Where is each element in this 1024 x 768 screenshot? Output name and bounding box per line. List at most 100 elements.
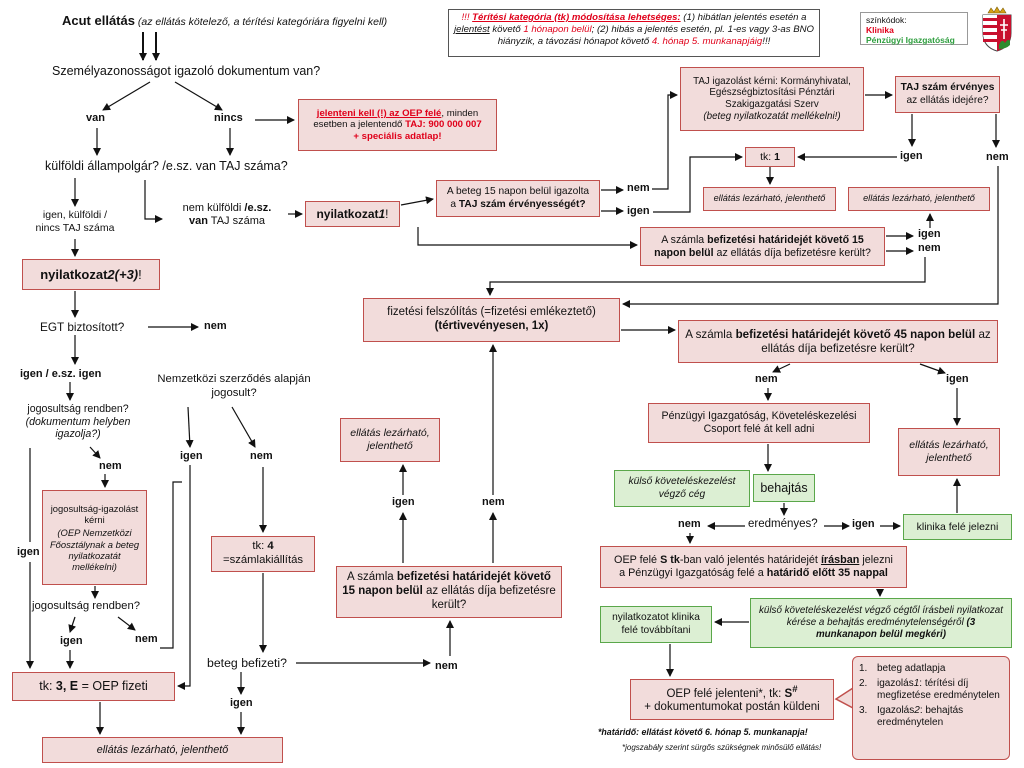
legend-clinic: Klinika — [866, 25, 894, 36]
label-nincs: nincs — [214, 112, 243, 124]
notice-part-1u: jelentést — [453, 23, 490, 35]
oep-s-b: S tk — [660, 554, 680, 567]
label-foreign-yes: igen, külföldi / nincs TAJ száma — [28, 209, 122, 234]
question-id-document: Személyazonosságot igazoló dokumentum va… — [52, 64, 321, 78]
label-nemz-nem: nem — [250, 450, 273, 462]
label-q15a-igen: igen — [627, 205, 650, 217]
oep-s-a: OEP felé — [614, 554, 661, 567]
q15b-c: az ellátás díja befizetésre került? — [713, 246, 871, 259]
legend-finance: Pénzügyi Igazgatóság — [866, 35, 955, 46]
declaration1-word: nyilatkozat — [316, 206, 379, 221]
not-foreign-c: van — [188, 215, 208, 228]
footnote-urgent: *jogszabály szerint sürgős szükségnek mi… — [622, 743, 822, 752]
coat-of-arms-logo — [982, 6, 1012, 52]
tk4-a: tk: — [252, 540, 268, 553]
reminder-line2: (tértivevényesen, 1x) — [434, 320, 549, 332]
doc-num: 3. — [859, 704, 868, 716]
doc-text-rest: : térítési díj megfizetése eredménytelen — [877, 677, 1000, 702]
question-foreign-citizen: külföldi állampolgár? /e.sz. van TAJ szá… — [45, 159, 288, 173]
jog1-line1: jogosultság rendben? — [27, 403, 129, 415]
box-request-entitlement: jogosultság-igazolást kérni (OEP Nemzetk… — [42, 490, 147, 585]
question-international-treaty: Nemzetközi szerződés alapján jogosult? — [148, 373, 320, 400]
box-external-collector: külső követeléskezelést végző cég — [614, 470, 750, 507]
label-jog1-nem: nem — [99, 460, 122, 472]
label-tajvalid-igen: igen — [900, 150, 923, 162]
notice-part-3: ; (2) hibás a jelentés esetén, pl. 1-es … — [497, 23, 814, 47]
report-text-3: esetben a jelentendő — [313, 119, 406, 131]
doc-item: 1.beteg adatlapja — [859, 663, 1003, 676]
doc-text: igazolás — [877, 677, 914, 689]
label-jog2-nem: nem — [135, 633, 158, 645]
doc-item: 2. igazolás1: térítési díj megfizetése er… — [859, 678, 1003, 703]
label-jog2-igen: igen — [60, 635, 83, 647]
taj-valid-bold: TAJ szám érvényes — [900, 82, 995, 94]
doc-num: 2. — [859, 677, 868, 689]
box-tk-1: tk: 1 — [745, 147, 795, 167]
oep-s-g: határidő előtt 35 nappal — [766, 567, 888, 579]
label-q15b-nem: nem — [918, 242, 941, 254]
label-q15c-igen: igen — [392, 496, 415, 508]
tk1-value: 1 — [774, 150, 780, 163]
notice-deadline-2: 4. hónap 5. munkanapjáig — [651, 35, 763, 47]
question-entitlement-2: jogosultság rendben? — [32, 600, 141, 612]
reminder-line1: fizetési felszólítás (=fizetési emlékezt… — [387, 306, 596, 319]
q45-c: az ellátás díja befizetésre került? — [761, 327, 991, 355]
label-tajvalid-nem: nem — [986, 151, 1009, 163]
declaration2-num: 2(+3) — [107, 266, 139, 282]
oep-report-b: S — [784, 687, 793, 700]
taj-request-main: TAJ igazolást kérni: Kormányhivatal, Egé… — [693, 75, 851, 111]
report-text-2: , minden — [441, 107, 479, 119]
tk3-c: = OEP fizeti — [78, 679, 148, 693]
label-van: van — [86, 112, 105, 124]
question-successful: eredményes? — [748, 518, 818, 530]
start-heading: Acut ellátás (az ellátás kötelező, a tér… — [62, 13, 387, 29]
legend-title: színkódok: — [866, 15, 907, 25]
nemz-line2: jogosult? — [211, 386, 257, 399]
label-fiz-nem: nem — [435, 660, 458, 672]
ext-req-a: külső követeléskezelést végző cégtől írá… — [759, 605, 1003, 629]
doc-text: Igazolás — [877, 704, 915, 716]
not-foreign-a: nem külföldi — [182, 202, 245, 214]
notice-lead: !!! — [461, 12, 473, 23]
box-payment-reminder: fizetési felszólítás (=fizetési emlékezt… — [363, 298, 620, 342]
box-oep-report: OEP felé jelenteni*, tk: S# + dokumentum… — [630, 679, 834, 720]
oep-report-line2: + dokumentumokat postán küldeni — [644, 701, 820, 714]
doc-item: 3.Igazolás2: behajtás eredménytelen — [859, 705, 1003, 730]
report-taj-number: TAJ: 900 000 007 — [405, 119, 482, 131]
foreign-yes-line1: igen, külföldi / — [42, 209, 108, 221]
tk-modification-notice: !!! Térítési kategória (tk) módosítása l… — [448, 9, 820, 57]
box-report-oep-no-id: jelenteni kell (!) az OEP felé, minden e… — [298, 99, 497, 151]
q15b-a: A számla — [661, 233, 708, 246]
pi-line2: Csoport felé át kell adni — [703, 423, 815, 435]
declaration1-tail: ! — [385, 206, 389, 221]
box-external-declaration-request: külső követeléskezelést végző cégtől írá… — [750, 598, 1012, 648]
label-ered-igen: igen — [852, 518, 875, 530]
label-q15c-nem: nem — [482, 496, 505, 508]
label-q15a-nem: nem — [627, 182, 650, 194]
label-egt-igen: igen / e.sz. igen — [20, 368, 102, 380]
not-foreign-d: TAJ száma — [207, 215, 266, 228]
jog1-line2: (dokumentum helyben — [25, 415, 131, 428]
not-foreign-b: /e.sz. — [244, 202, 272, 214]
notice-part-1: (1) hibátlan jelentés esetén a — [680, 12, 807, 23]
q45-b: befizetési határidejét követő 45 napon b… — [735, 327, 976, 341]
notice-part-2: követő — [489, 23, 524, 35]
nemz-line1: Nemzetközi szerződés alapján — [157, 373, 311, 385]
label-egt-nem: nem — [204, 320, 227, 332]
report-oep-text: jelenteni kell (!) az OEP felé — [316, 107, 442, 119]
doc-index: 1 — [913, 677, 920, 689]
oep-s-c: -ban való jelentés határidejét — [679, 554, 821, 567]
jog-req-main: jogosultság-igazolást kérni — [50, 502, 139, 525]
declaration2-word: nyilatkozat — [40, 266, 108, 282]
declaration1-num: 1 — [378, 206, 386, 221]
q45-a: A számla — [685, 327, 736, 341]
box-question-paid-15-days-2: A számla befizetési határidejét követő 1… — [336, 566, 562, 618]
box-question-paid-15-days: A számla befizetési határidejét követő 1… — [640, 227, 885, 266]
pi-line1: Pénzügyi Igazgatóság, Követeléskezelési — [661, 410, 857, 423]
box-forward-declaration: nyilatkozatot klinika felé továbbítani — [600, 606, 712, 643]
doc-num: 1. — [859, 663, 868, 674]
start-title: Acut ellátás — [62, 13, 135, 28]
foreign-yes-line2: nincs TAJ száma — [35, 221, 115, 234]
color-legend: színkódok: Klinika Pénzügyi Igazgatóság — [860, 12, 968, 45]
oep-report-sup: # — [792, 683, 798, 695]
